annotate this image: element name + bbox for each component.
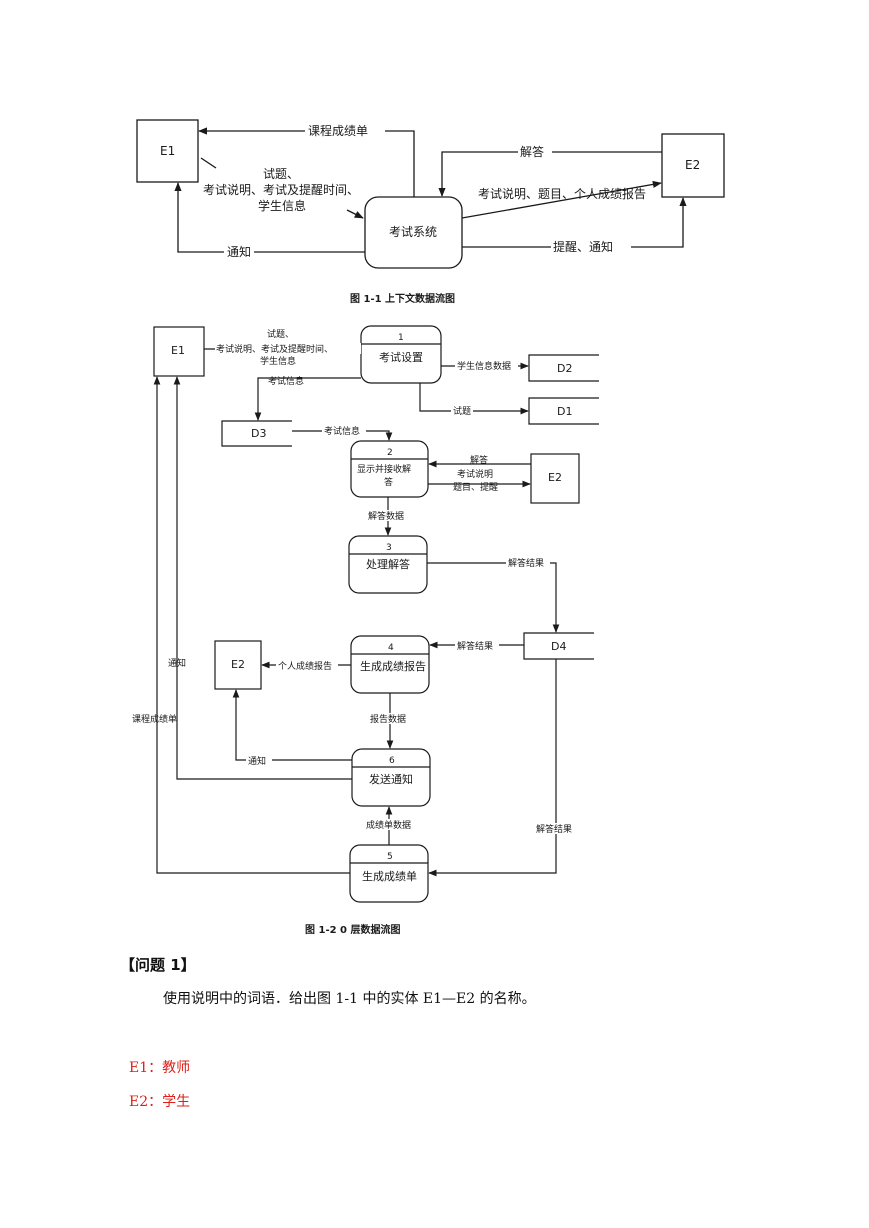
p4-num: 4: [388, 643, 394, 653]
figure-1-2-caption: 图 1-2 0 层数据流图: [305, 923, 400, 936]
process-3-box: [348, 535, 428, 594]
e1-label: E1: [160, 144, 175, 158]
f-student-info: 学生信息数据: [457, 360, 511, 372]
f-e1-p1-2: 考试说明、考试及提醒时间、: [216, 343, 333, 355]
flow-notice-e1: [174, 182, 365, 253]
d3-label: D3: [251, 427, 266, 440]
figure-1-1-caption: 图 1-1 上下文数据流图: [350, 292, 455, 305]
f-grade-data: 成绩单数据: [366, 819, 411, 831]
flow-e1-inputs: [346, 209, 364, 219]
f-e1-p1-1: 试题、: [267, 328, 294, 340]
out-e2-label: 考试说明、题目、个人成绩报告: [478, 186, 646, 201]
answer-label: 解答: [520, 144, 544, 159]
figure-1-1: [136, 119, 725, 269]
flow-e1-tick: [200, 157, 217, 169]
d2-label: D2: [557, 362, 572, 375]
e1-label-2: E1: [171, 344, 185, 357]
e1-box: [153, 326, 205, 377]
p4-name: 生成成绩报告: [360, 659, 426, 673]
e2-right-label: E2: [548, 471, 562, 484]
e2-label: E2: [685, 158, 700, 172]
course-grades-label: 课程成绩单: [308, 123, 368, 138]
f-course-grades: 课程成绩单: [132, 713, 177, 725]
f-p2-e2-2: 题目、提醒: [453, 482, 498, 493]
d4-label: D4: [551, 640, 566, 653]
f-answer-result-1: 解答结果: [508, 557, 544, 569]
data-flow-figures: E1 E2 考试系统 课程成绩单 试题、 考试说明、考试及提醒时间、 学生信息 …: [132, 119, 725, 936]
p3-num: 3: [386, 543, 392, 553]
f-questions: 试题: [453, 405, 471, 417]
f-d3-p2: 考试信息: [324, 425, 360, 437]
f-e1-p1-3: 学生信息: [260, 355, 296, 367]
flow-course-grades: [198, 127, 415, 197]
p2-num: 2: [387, 448, 393, 458]
flow-remind: [462, 197, 687, 248]
flow-p6-e1: [173, 376, 352, 780]
question-title: 【问题 1】: [120, 956, 196, 974]
process-2-box: [350, 440, 429, 498]
inputs-label-2: 考试说明、考试及提醒时间、: [203, 182, 359, 197]
f-notice-e2: 通知: [248, 755, 266, 767]
p5-name: 生成成绩单: [362, 869, 417, 883]
f-exam-info: 考试信息: [268, 375, 304, 387]
process-6-box: [351, 748, 431, 807]
d3-store: [221, 420, 292, 447]
f-p2-e2-1: 考试说明: [457, 468, 493, 480]
remind-label: 提醒、通知: [553, 239, 613, 254]
flow-answer: [438, 151, 662, 197]
question-text: 使用说明中的词语．给出图 1-1 中的实体 E1—E2 的名称。: [163, 991, 536, 1007]
inputs-label-1: 试题、: [263, 166, 299, 181]
e2-right-box: [530, 453, 580, 504]
p6-num: 6: [389, 756, 395, 766]
e2-left-label: E2: [231, 658, 245, 671]
f-notice-e1: 通知: [168, 657, 186, 669]
f-answer-result-2: 解答结果: [457, 640, 493, 652]
flow-p1-d1: [419, 383, 529, 415]
f-personal-report: 个人成绩报告: [278, 660, 332, 672]
p1-num: 1: [398, 333, 404, 343]
entity-e1-box: [136, 119, 199, 183]
p3-name: 处理解答: [366, 557, 410, 571]
answer-e1: E1：教师: [129, 1060, 191, 1076]
figure-1-2-labels: E1 E2 E2 D2 D1 D3 D4 1 考试设置 2 显示并接收解 答 3…: [132, 328, 578, 936]
process-label: 考试系统: [389, 224, 437, 239]
answer-e2: E2：学生: [129, 1094, 191, 1110]
d1-label: D1: [557, 405, 572, 418]
p2-name-2: 答: [384, 476, 393, 488]
e2-left-box: [214, 640, 262, 690]
f-report-data: 报告数据: [370, 713, 406, 725]
flow-out-e2: [461, 180, 662, 219]
f-e2-answer: 解答: [470, 454, 488, 466]
d4-store: [523, 632, 594, 660]
flow-d4-p5: [428, 659, 557, 877]
flow-p3-d4: [427, 562, 560, 633]
inputs-label-3: 学生信息: [258, 198, 306, 213]
flow-p1-d3: [254, 377, 361, 421]
f-answer-result-3: 解答结果: [536, 823, 572, 835]
f-answer-data: 解答数据: [368, 510, 404, 522]
p6-name: 发送通知: [369, 772, 413, 786]
flow-p6-e2: [232, 689, 352, 761]
d2-store: [528, 354, 599, 382]
flow-p5-e1: [153, 376, 350, 874]
p5-num: 5: [387, 852, 393, 862]
process-1-box: [360, 325, 442, 384]
notice-label: 通知: [227, 245, 251, 259]
p1-name: 考试设置: [379, 351, 423, 364]
d1-store: [528, 397, 599, 425]
entity-e2-box: [661, 133, 725, 198]
p2-name-1: 显示并接收解: [357, 463, 411, 475]
figure-1-2: [153, 325, 599, 903]
figure-1-1-labels: E1 E2 考试系统 课程成绩单 试题、 考试说明、考试及提醒时间、 学生信息 …: [160, 123, 700, 305]
